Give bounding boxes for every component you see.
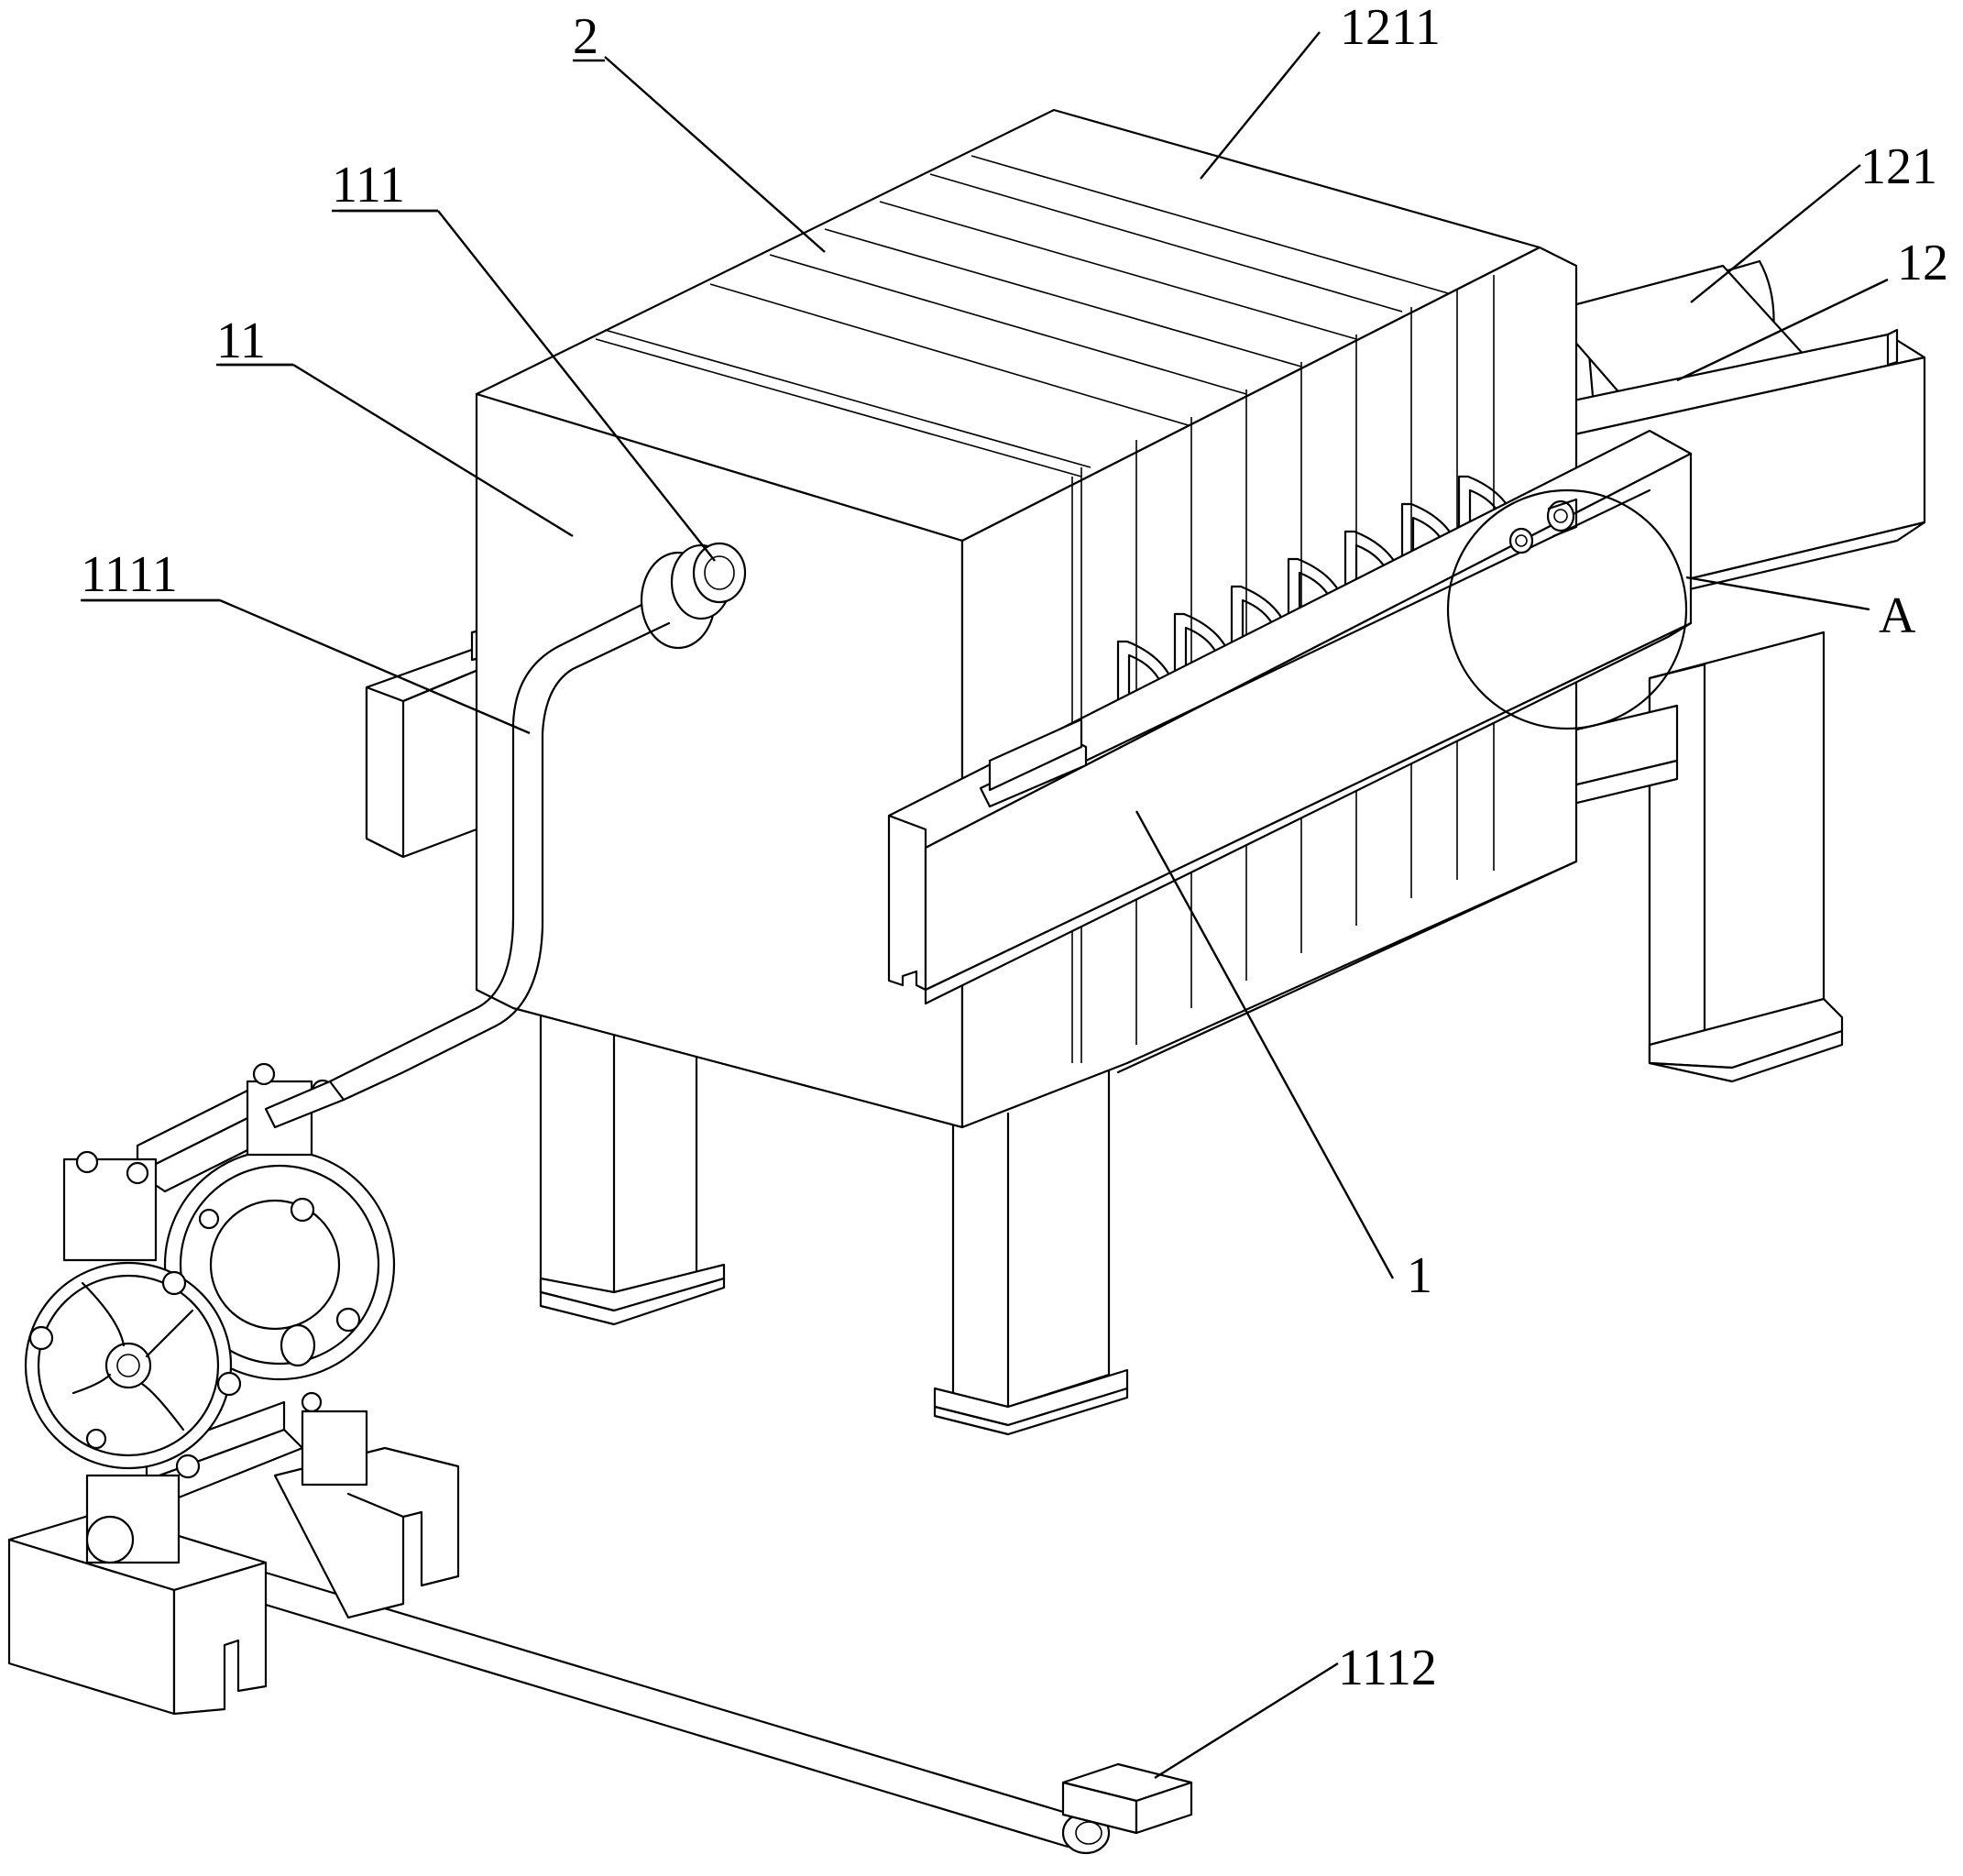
label-underlines: [81, 59, 605, 602]
feed-inlet: [640, 542, 747, 650]
label-1111: 1111: [81, 546, 178, 603]
feed-pipe: [328, 603, 671, 1102]
front-right-leg: [933, 1052, 1129, 1436]
reference-labels: 2 1211 111 121 12 11 1111 A 1 1112: [81, 0, 1948, 1696]
front-left-leg: [539, 1006, 726, 1326]
label-12: 12: [1897, 235, 1948, 291]
label-1: 1: [1407, 1247, 1432, 1304]
rear-right-leg: [1648, 631, 1844, 1083]
label-111: 111: [332, 157, 405, 214]
pump-base: [7, 1446, 460, 1716]
label-2: 2: [573, 8, 598, 65]
label-121: 121: [1860, 138, 1937, 195]
suction-pipe: [246, 1565, 1193, 1855]
label-a: A: [1879, 587, 1916, 644]
label-1211: 1211: [1340, 0, 1441, 56]
label-11: 11: [216, 313, 266, 369]
side-beam-front: [887, 429, 1693, 1005]
label-1112: 1112: [1338, 1640, 1437, 1696]
diaphragm-pump: [24, 1062, 396, 1564]
detail-circle-a: [1446, 488, 1688, 730]
